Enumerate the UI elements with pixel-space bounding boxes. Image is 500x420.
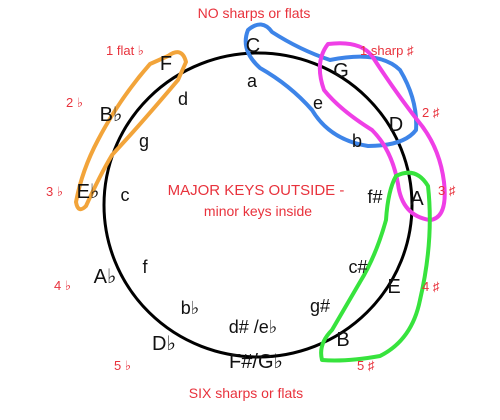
center-caption-line1: MAJOR KEYS OUTSIDE -: [168, 182, 345, 199]
three-sharps-label: 3 ♯: [438, 183, 455, 198]
major-key-c: C: [246, 35, 260, 57]
minor-key-g: g: [139, 131, 149, 151]
minor-key-e: e: [313, 93, 323, 113]
minor-key-c: c: [121, 185, 130, 205]
major-key-g: G: [333, 60, 349, 82]
minor-key-bflat: b♭: [181, 298, 200, 318]
one-sharp-label: 1 sharp ♯: [360, 43, 413, 58]
major-key-a: A: [410, 188, 424, 210]
major-key-eflat: E♭: [77, 181, 100, 203]
center-caption-line2: minor keys inside: [204, 203, 312, 219]
one-flat-label: 1 flat ♭: [106, 43, 144, 58]
major-key-dflat: D♭: [152, 333, 176, 355]
minor-key-b: b: [352, 131, 362, 151]
minor-key-csharp: c#: [348, 257, 367, 277]
minor-key-d: d: [178, 89, 188, 109]
major-key-e: E: [387, 276, 400, 298]
four-sharps-label: 4 ♯: [422, 279, 439, 294]
blue-loop-no-accidentals: [243, 22, 419, 148]
minor-key-fsharp: f#: [367, 187, 382, 207]
four-flats-label: 4 ♭: [54, 278, 71, 293]
major-key-f: F: [160, 53, 172, 75]
two-sharps-label: 2 ♯: [422, 105, 439, 120]
three-flats-label: 3 ♭: [46, 184, 63, 199]
orange-loop-flat-keys: [74, 50, 188, 212]
minor-key-gsharp: g#: [310, 296, 330, 316]
major-key-bflat: B♭: [100, 104, 123, 126]
major-key-aflat: A♭: [94, 266, 117, 288]
bottom-caption: SIX sharps or flats: [189, 385, 303, 401]
major-key-b: B: [336, 329, 349, 351]
major-key-fsharp-gflat: F#/G♭: [229, 351, 283, 373]
minor-key-f: f: [142, 257, 148, 277]
green-loop-sharp-keys: [319, 170, 432, 363]
major-key-d: D: [389, 114, 403, 136]
five-sharps-label: 5 ♯: [357, 358, 374, 373]
five-flats-label: 5 ♭: [114, 358, 131, 373]
minor-key-dsharp-eflat: d# /e♭: [229, 317, 278, 337]
top-caption: NO sharps or flats: [198, 5, 311, 21]
minor-key-a: a: [247, 71, 258, 91]
two-flats-label: 2 ♭: [66, 95, 83, 110]
circle-of-fifths-ring: [102, 51, 414, 359]
